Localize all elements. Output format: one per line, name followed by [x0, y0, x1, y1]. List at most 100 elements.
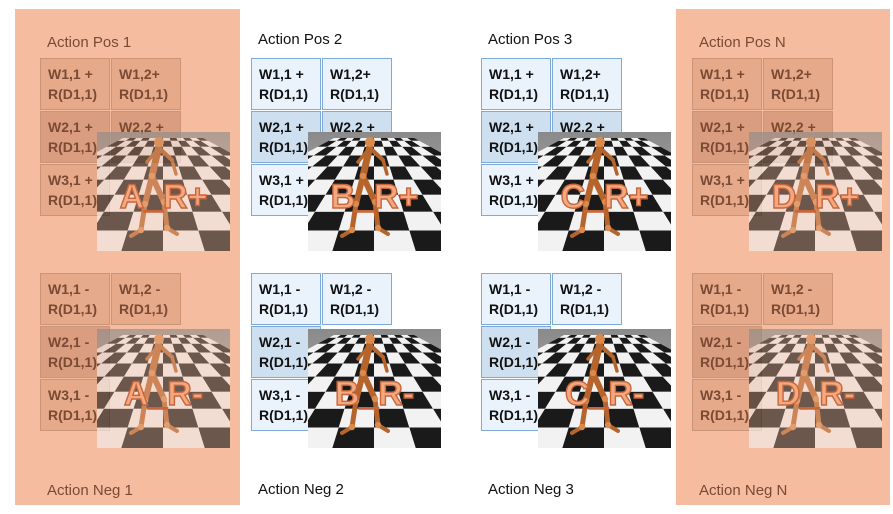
weight-term: W1,1 - [48, 281, 90, 297]
reward-term: R(D1,1) [700, 86, 750, 102]
weight-term: W3,1 - [489, 387, 531, 403]
walker-thumbnail-neg [97, 329, 230, 448]
reward-term: R(D1,1) [489, 139, 539, 155]
weight-term: W3,1 - [700, 387, 742, 403]
reward-overlay-label-neg: A_R- [123, 374, 204, 413]
action-pos-label: Action Pos 2 [258, 31, 343, 48]
weight-term: W1,2 - [119, 281, 161, 297]
matrix-cell-pos-r1-c2: W1,2+ R(D1,1) [763, 58, 833, 110]
weight-term: W1,2+ [330, 66, 371, 82]
reward-term: R(D1,1) [700, 139, 750, 155]
action-pos-label: Action Pos N [699, 34, 786, 51]
weight-term: W2,1 - [48, 334, 90, 350]
walker-thumbnail-pos [749, 132, 882, 251]
weight-term: W1,1 - [489, 281, 531, 297]
walker-render-image [97, 329, 230, 448]
walker-render-image [538, 329, 671, 448]
reward-overlay-label-pos: B_R+ [330, 177, 419, 216]
walker-render-image [749, 329, 882, 448]
weight-term: W1,2+ [119, 66, 160, 82]
weight-term: W2,1 - [259, 334, 301, 350]
reward-term: R(D1,1) [489, 407, 539, 423]
action-neg-label: Action Neg 2 [258, 481, 344, 498]
weight-term: W3,1 + [259, 172, 304, 188]
reward-term: R(D1,1) [259, 407, 309, 423]
weight-term: W2,1 - [700, 334, 742, 350]
reward-term: R(D1,1) [259, 86, 309, 102]
matrix-cell-pos-r1-c1: W1,1 +R(D1,1) [251, 58, 321, 110]
weight-term: W3,1 + [700, 172, 745, 188]
matrix-cell-neg-r1-c1: W1,1 -R(D1,1) [251, 273, 321, 325]
weight-term: W1,1 + [48, 66, 93, 82]
matrix-cell-neg-r1-c2: W1,2 - R(D1,1) [763, 273, 833, 325]
weight-term: W1,2 - [771, 281, 813, 297]
walker-thumbnail-neg [538, 329, 671, 448]
reward-term: R(D1,1) [259, 192, 309, 208]
reward-term: R(D1,1) [259, 139, 309, 155]
walker-thumbnail-neg [749, 329, 882, 448]
reward-term: R(D1,1) [700, 354, 750, 370]
matrix-cell-neg-r1-c1: W1,1 - R(D1,1) [481, 273, 551, 325]
reward-term: R(D1,1) [560, 301, 610, 317]
action-neg-label: Action Neg N [699, 482, 788, 499]
weight-term: W2,2 + [330, 119, 375, 135]
weight-term: W1,2+ [771, 66, 812, 82]
reward-term: R(D1,1) [700, 301, 750, 317]
weight-term: W2,1 + [700, 119, 745, 135]
weight-term: W1,2+ [560, 66, 601, 82]
matrix-cell-pos-r1-c1: W1,1 + R(D1,1) [40, 58, 110, 110]
weight-term: W2,1 + [259, 119, 304, 135]
reward-term: R(D1,1) [119, 86, 169, 102]
reward-term: R(D1,1) [259, 354, 309, 370]
walker-render-image [749, 132, 882, 251]
matrix-cell-pos-r1-c1: W1,1 +R(D1,1) [481, 58, 551, 110]
matrix-cell-neg-r1-c2: W1,2 - R(D1,1) [552, 273, 622, 325]
walker-thumbnail-pos [538, 132, 671, 251]
reward-term: R(D1,1) [700, 192, 750, 208]
action-pos-label: Action Pos 3 [488, 31, 573, 48]
walker-thumbnail-pos [308, 132, 441, 251]
matrix-cell-neg-r1-c2: W1,2 - R(D1,1) [111, 273, 181, 325]
weight-term: W2,2 + [119, 119, 164, 135]
weight-term: W1,1 - [700, 281, 742, 297]
matrix-cell-neg-r1-c1: W1,1 - R(D1,1) [40, 273, 110, 325]
matrix-cell-neg-r1-c1: W1,1 - R(D1,1) [692, 273, 762, 325]
weight-term: W2,2 + [560, 119, 605, 135]
weight-term: W3,1 - [259, 387, 301, 403]
matrix-cell-neg-r1-c2: W1,2 - R(D1,1) [322, 273, 392, 325]
reward-term: R(D1,1) [48, 86, 98, 102]
reward-term: R(D1,1) [330, 301, 380, 317]
reward-term: R(D1,1) [771, 86, 821, 102]
weight-term: W3,1 + [48, 172, 93, 188]
reward-term: R(D1,1) [48, 354, 98, 370]
matrix-cell-pos-r1-c2: W1,2+R(D1,1) [552, 58, 622, 110]
walker-render-image [308, 329, 441, 448]
weight-term: W1,1 + [700, 66, 745, 82]
reward-overlay-label-pos: C_R+ [560, 177, 649, 216]
reward-overlay-label-neg: B_R- [334, 374, 415, 413]
action-pos-label: Action Pos 1 [47, 34, 132, 51]
weight-term: W2,2 + [771, 119, 816, 135]
weight-term: W1,1 + [489, 66, 534, 82]
weight-term: W1,2 - [560, 281, 602, 297]
reward-term: R(D1,1) [489, 354, 539, 370]
reward-term: R(D1,1) [771, 301, 821, 317]
reward-overlay-label-neg: C_R- [564, 374, 645, 413]
reward-term: R(D1,1) [48, 407, 98, 423]
reward-term: R(D1,1) [48, 301, 98, 317]
action-neg-label: Action Neg 1 [47, 482, 133, 499]
reward-term: R(D1,1) [489, 301, 539, 317]
reward-term: R(D1,1) [48, 192, 98, 208]
walker-thumbnail-neg [308, 329, 441, 448]
reward-overlay-label-neg: D_R- [775, 374, 856, 413]
reward-term: R(D1,1) [330, 86, 380, 102]
reward-term: R(D1,1) [259, 301, 309, 317]
matrix-cell-pos-r1-c2: W1,2+ R(D1,1) [322, 58, 392, 110]
reward-overlay-label-pos: D_R+ [771, 177, 860, 216]
reward-term: R(D1,1) [700, 407, 750, 423]
reward-term: R(D1,1) [119, 301, 169, 317]
action-neg-label: Action Neg 3 [488, 481, 574, 498]
weight-term: W1,2 - [330, 281, 372, 297]
weight-term: W2,1 + [48, 119, 93, 135]
matrix-cell-pos-r1-c1: W1,1 + R(D1,1) [692, 58, 762, 110]
